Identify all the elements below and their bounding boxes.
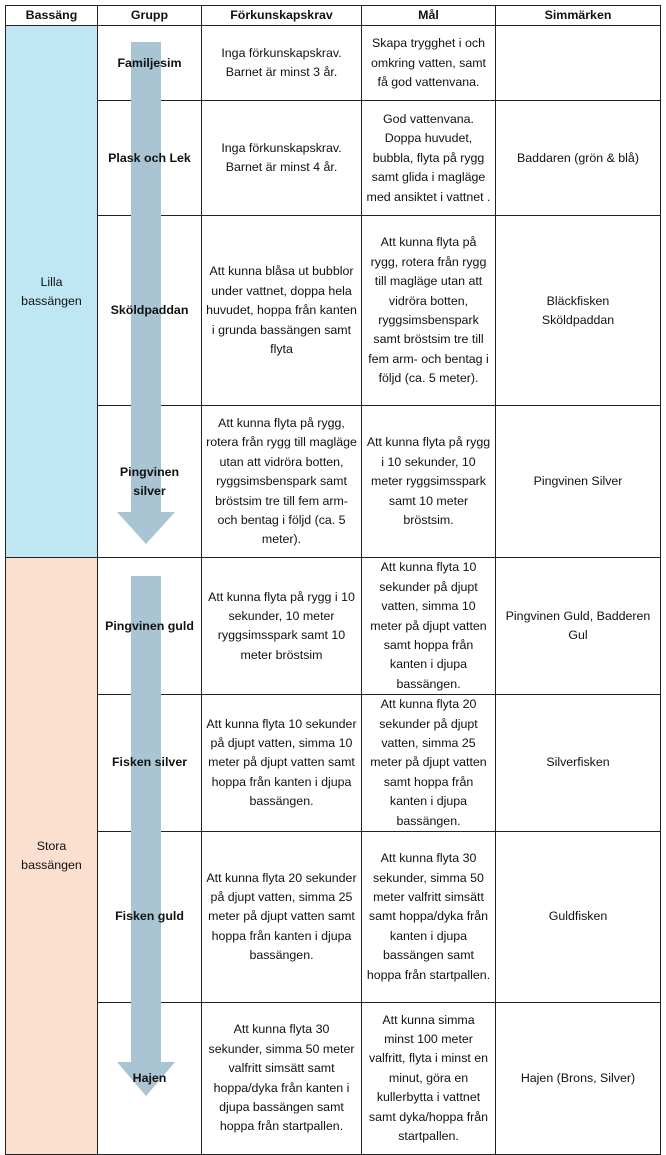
group-cell: Hajen [97, 1002, 202, 1155]
pool-label: Stora [36, 838, 67, 853]
header-row: Bassäng Grupp Förkunskapskrav Mål Simmär… [5, 4, 661, 27]
swim-level-table: Bassäng Grupp Förkunskapskrav Mål Simmär… [5, 4, 661, 1155]
group-cell: Fisken guld [97, 831, 202, 1004]
table-row: Pingvinen silver Att kunna flyta på rygg… [6, 405, 661, 559]
requirement-cell: Att kunna blåsa ut bubblor under vattnet… [201, 215, 362, 407]
badge-cell: Hajen (Brons, Silver) [495, 1002, 661, 1155]
badge-cell: Pingvinen Silver [495, 405, 661, 559]
group-cell: Fisken silver [97, 694, 202, 833]
table-row: Lilla bassängen Familjesim Inga förkunsk… [5, 25, 661, 559]
requirement-cell: Att kunna flyta på rygg, rotera från ryg… [201, 405, 362, 559]
badge-cell: Silverfisken [495, 694, 661, 833]
header-grupp: Grupp [97, 4, 202, 27]
table-row: Sköldpaddan Att kunna blåsa ut bubblor u… [6, 215, 661, 407]
badge-cell: Baddaren (grön & blå) [495, 100, 661, 217]
badge-cell: Pingvinen Guld, Badderen Gul [495, 557, 661, 696]
table-row: Plask och Lek Inga förkunskapskrav. Barn… [6, 100, 661, 217]
group-cell: Pingvinen guld [97, 557, 202, 696]
pool-lilla-bassangen: Lilla bassängen [5, 25, 98, 559]
badge-cell: Bläckfisken Sköldpaddan [495, 215, 661, 407]
goal-cell: Att kunna flyta på rygg i 10 sekunder, 1… [361, 405, 496, 559]
group-cell: Sköldpaddan [97, 215, 202, 407]
group-cell: Familjesim [97, 25, 202, 102]
requirement-cell: Att kunna flyta 10 sekunder på djupt vat… [201, 694, 362, 833]
badge-cell: Guldfisken [495, 831, 661, 1004]
header-simmarken: Simmärken [495, 4, 661, 27]
table-row: Fisken silver Att kunna flyta 10 sekunde… [6, 694, 661, 833]
goal-cell: Att kunna simma minst 100 meter valfritt… [361, 1002, 496, 1155]
group-cell: Pingvinen silver [97, 405, 202, 559]
badge-skoldpaddan: Sköldpaddan [541, 312, 615, 327]
badge-cell [495, 25, 661, 102]
goal-cell: Att kunna flyta 20 sekunder på djupt vat… [361, 694, 496, 833]
header-bassang: Bassäng [5, 4, 98, 27]
requirement-cell: Inga förkunskapskrav. Barnet är minst 4 … [201, 100, 362, 217]
requirement-cell: Att kunna flyta 20 sekunder på djupt vat… [201, 831, 362, 1004]
goal-cell: Skapa trygghet i och omkring vatten, sam… [361, 25, 496, 102]
table-row: Hajen Att kunna flyta 30 sekunder, simma… [6, 1002, 661, 1155]
goal-cell: Att kunna flyta 10 sekunder på djupt vat… [361, 557, 496, 696]
table-row: Stora bassängen Pingvinen guld Att kunna… [5, 557, 661, 1155]
requirement-cell: Att kunna flyta på rygg i 10 sekunder, 1… [201, 557, 362, 696]
goal-cell: Att kunna flyta 30 sekunder, simma 50 me… [361, 831, 496, 1004]
pool-label: Lilla bassängen [21, 274, 82, 308]
pool-stora-bassangen: Stora bassängen [5, 557, 98, 1155]
header-forkunskapskrav: Förkunskapskrav [201, 4, 362, 27]
table-row: Fisken guld Att kunna flyta 20 sekunder … [6, 831, 661, 1004]
header-mal: Mål [361, 4, 496, 27]
pool-label: bassängen [21, 858, 82, 873]
goal-cell: Att kunna flyta på rygg, rotera från ryg… [361, 215, 496, 407]
requirement-cell: Inga förkunskapskrav. Barnet är minst 3 … [201, 25, 362, 102]
requirement-cell: Att kunna flyta 30 sekunder, simma 50 me… [201, 1002, 362, 1155]
group-cell: Plask och Lek [97, 100, 202, 217]
badge-blackfisken: Bläckfisken [546, 293, 610, 308]
goal-cell: God vattenvana. Doppa huvudet, bubbla, f… [361, 100, 496, 217]
